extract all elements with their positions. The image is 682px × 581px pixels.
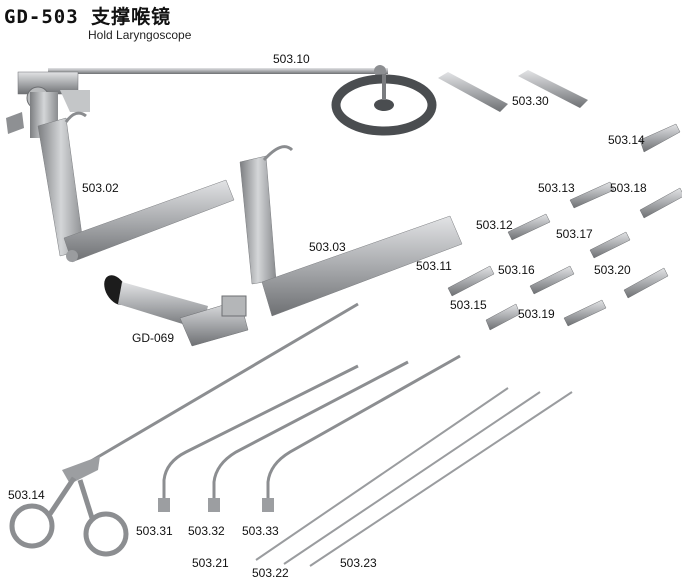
label-503-21: 503.21 xyxy=(192,556,229,570)
label-503-19: 503.19 xyxy=(518,307,555,321)
light-carrier-gd-069 xyxy=(104,275,249,347)
probes xyxy=(255,387,573,567)
page-title: GD-503 支撑喉镜 xyxy=(4,6,172,28)
label-503-11: 503.11 xyxy=(416,259,452,273)
label-503-14-top: 503.14 xyxy=(608,133,645,147)
laryngoscope-503-03 xyxy=(239,145,463,317)
label-503-10: 503.10 xyxy=(273,52,310,66)
page-subtitle: Hold Laryngoscope xyxy=(88,28,192,42)
forceps-tips xyxy=(447,123,682,331)
suction-tubes xyxy=(162,354,461,500)
label-503-03: 503.03 xyxy=(309,240,346,254)
label-503-14-bottom: 503.14 xyxy=(8,488,45,502)
label-503-30: 503.30 xyxy=(512,94,549,108)
label-503-20: 503.20 xyxy=(594,263,631,277)
lever-503-30 xyxy=(438,70,588,112)
suction-tube-tips xyxy=(158,498,274,512)
adjustment-wheel xyxy=(331,74,437,136)
label-503-33: 503.33 xyxy=(242,524,279,538)
label-503-31: 503.31 xyxy=(136,524,173,538)
label-503-02: 503.02 xyxy=(82,181,119,195)
label-gd-069: GD-069 xyxy=(132,331,175,345)
label-503-32: 503.32 xyxy=(188,524,225,538)
label-503-15: 503.15 xyxy=(450,298,487,312)
label-503-17: 503.17 xyxy=(556,227,593,241)
label-503-13: 503.13 xyxy=(538,181,575,195)
label-503-18: 503.18 xyxy=(610,181,647,195)
laryngoscope-503-02 xyxy=(37,111,235,263)
label-503-22: 503.22 xyxy=(252,566,289,580)
label-503-23: 503.23 xyxy=(340,556,377,570)
label-503-12: 503.12 xyxy=(476,218,513,232)
long-forceps-503-14 xyxy=(9,302,359,557)
label-503-16: 503.16 xyxy=(498,263,535,277)
